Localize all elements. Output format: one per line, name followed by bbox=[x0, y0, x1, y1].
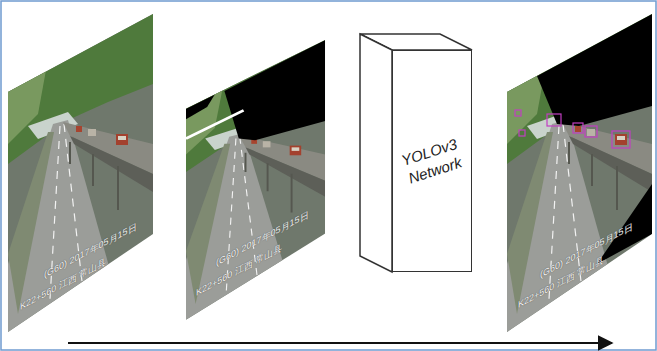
box-side-face bbox=[360, 34, 392, 272]
bounding-box bbox=[519, 130, 525, 136]
network-box: YOLOv3 Network bbox=[392, 50, 472, 272]
input-photo bbox=[8, 14, 153, 334]
bounding-box bbox=[547, 114, 561, 126]
black-mask bbox=[537, 14, 652, 126]
highway-photo bbox=[186, 40, 325, 322]
masked-photo bbox=[186, 40, 325, 322]
bounding-box bbox=[585, 126, 597, 137]
bounding-box bbox=[612, 131, 630, 148]
detection-boxes bbox=[515, 110, 630, 148]
bounding-box bbox=[573, 123, 583, 133]
mask-cut bbox=[186, 110, 244, 138]
detection-photo bbox=[507, 14, 652, 334]
network-label: YOLOv3 Network bbox=[398, 134, 467, 189]
highway-photo bbox=[507, 14, 652, 334]
flow-arrow bbox=[68, 342, 612, 344]
bounding-box bbox=[515, 110, 521, 116]
black-mask bbox=[186, 95, 215, 120]
highway-photo bbox=[8, 14, 153, 334]
black-mask bbox=[224, 40, 325, 140]
